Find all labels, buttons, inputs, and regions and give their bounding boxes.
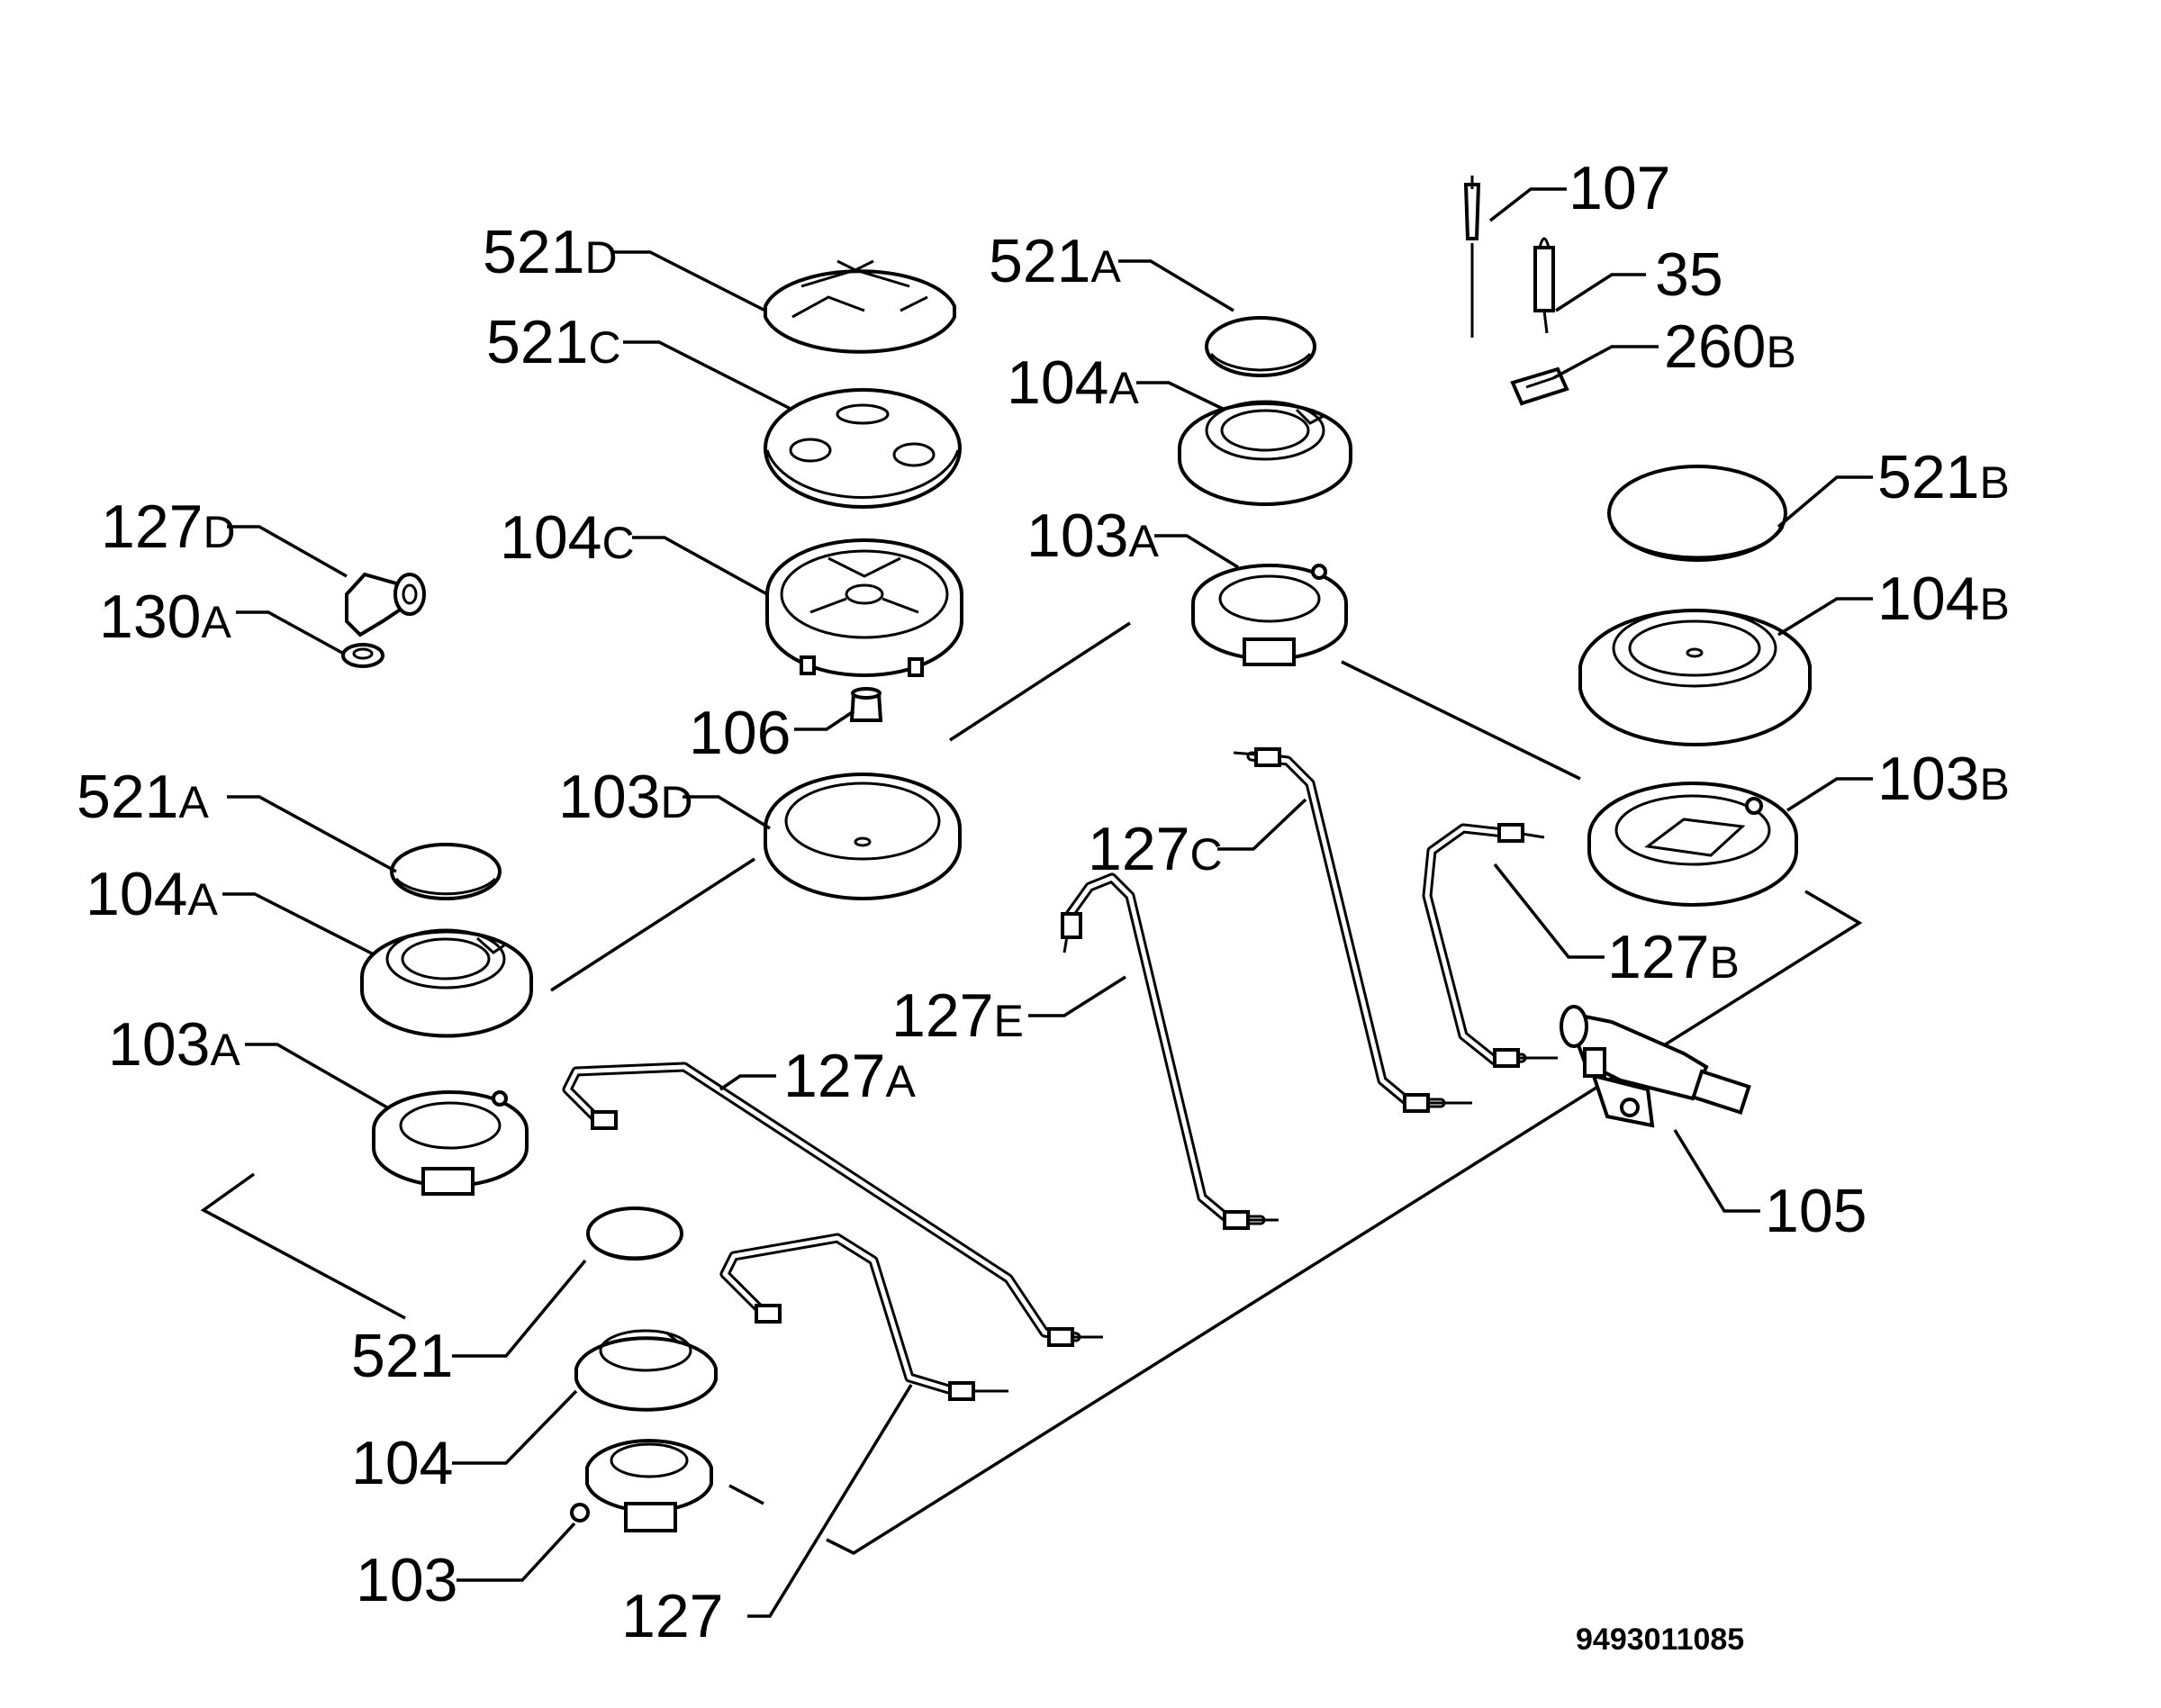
- drawing-code: 9493011085: [1576, 1622, 1744, 1657]
- valve-105: [1560, 1005, 1751, 1128]
- label-260b: 260B: [1664, 312, 1796, 381]
- cap-521d: [764, 259, 956, 354]
- burner-104b: [1578, 609, 1812, 746]
- crown-103a-left: [372, 1090, 529, 1196]
- burner-104a-top: [1178, 400, 1352, 506]
- cap-521a-left: [390, 843, 502, 900]
- crown-103: [570, 1439, 713, 1532]
- pipe-127b: [1422, 823, 1558, 1068]
- spark-plug-35: [1533, 237, 1555, 334]
- pipe-127a: [562, 1062, 1103, 1347]
- label-521b: 521B: [1877, 443, 2010, 511]
- label-104a-top: 104A: [1007, 348, 1139, 417]
- label-127a: 127A: [783, 1042, 916, 1110]
- label-127: 127: [621, 1582, 723, 1650]
- label-103a-top: 103A: [1026, 502, 1159, 570]
- label-35: 35: [1655, 240, 1723, 309]
- thermocouple-107: [1463, 176, 1481, 338]
- label-521c: 521C: [486, 308, 621, 376]
- label-103b: 103B: [1877, 745, 2010, 813]
- label-105: 105: [1765, 1177, 1867, 1245]
- label-521a-left: 521A: [77, 763, 209, 831]
- label-127d: 127D: [101, 493, 236, 561]
- label-521a-top: 521A: [989, 227, 1121, 295]
- label-106: 106: [689, 699, 791, 767]
- label-127b: 127B: [1607, 923, 1740, 991]
- washer-130a: [341, 643, 384, 668]
- cap-521c: [764, 388, 962, 509]
- label-104c: 104C: [500, 503, 635, 572]
- label-127c: 127C: [1088, 815, 1223, 883]
- label-127e: 127E: [891, 981, 1024, 1050]
- label-521: 521: [351, 1322, 453, 1390]
- injector-106: [849, 687, 883, 722]
- cap-521: [586, 1206, 683, 1261]
- label-130a: 130A: [99, 583, 231, 651]
- label-103a-left: 103A: [108, 1010, 240, 1079]
- label-103d: 103D: [558, 763, 693, 831]
- label-103: 103: [356, 1546, 457, 1614]
- pipe-127: [719, 1233, 1008, 1401]
- part-labels: 107 35 260B 521D 521C 521A 104A 127D 130…: [77, 154, 2010, 1650]
- elbow-127d: [345, 572, 426, 637]
- label-104b: 104B: [1877, 565, 2010, 633]
- crown-103a-top: [1191, 564, 1348, 666]
- label-521d: 521D: [483, 218, 618, 286]
- label-104a-left: 104A: [86, 860, 218, 928]
- assembly-lines: [200, 621, 1863, 1556]
- pipe-127c: [1233, 747, 1472, 1113]
- pipe-127e: [1061, 872, 1279, 1230]
- burner-104a-left: [360, 928, 533, 1038]
- crown-103b: [1587, 782, 1798, 907]
- leader-lines: [222, 187, 1873, 1618]
- burner-104c: [765, 538, 963, 677]
- burner-104: [574, 1329, 718, 1412]
- cap-521b: [1607, 465, 1787, 562]
- label-104: 104: [351, 1429, 453, 1497]
- crown-103d: [764, 773, 962, 900]
- label-107: 107: [1569, 154, 1670, 222]
- cap-521a-top: [1205, 316, 1316, 377]
